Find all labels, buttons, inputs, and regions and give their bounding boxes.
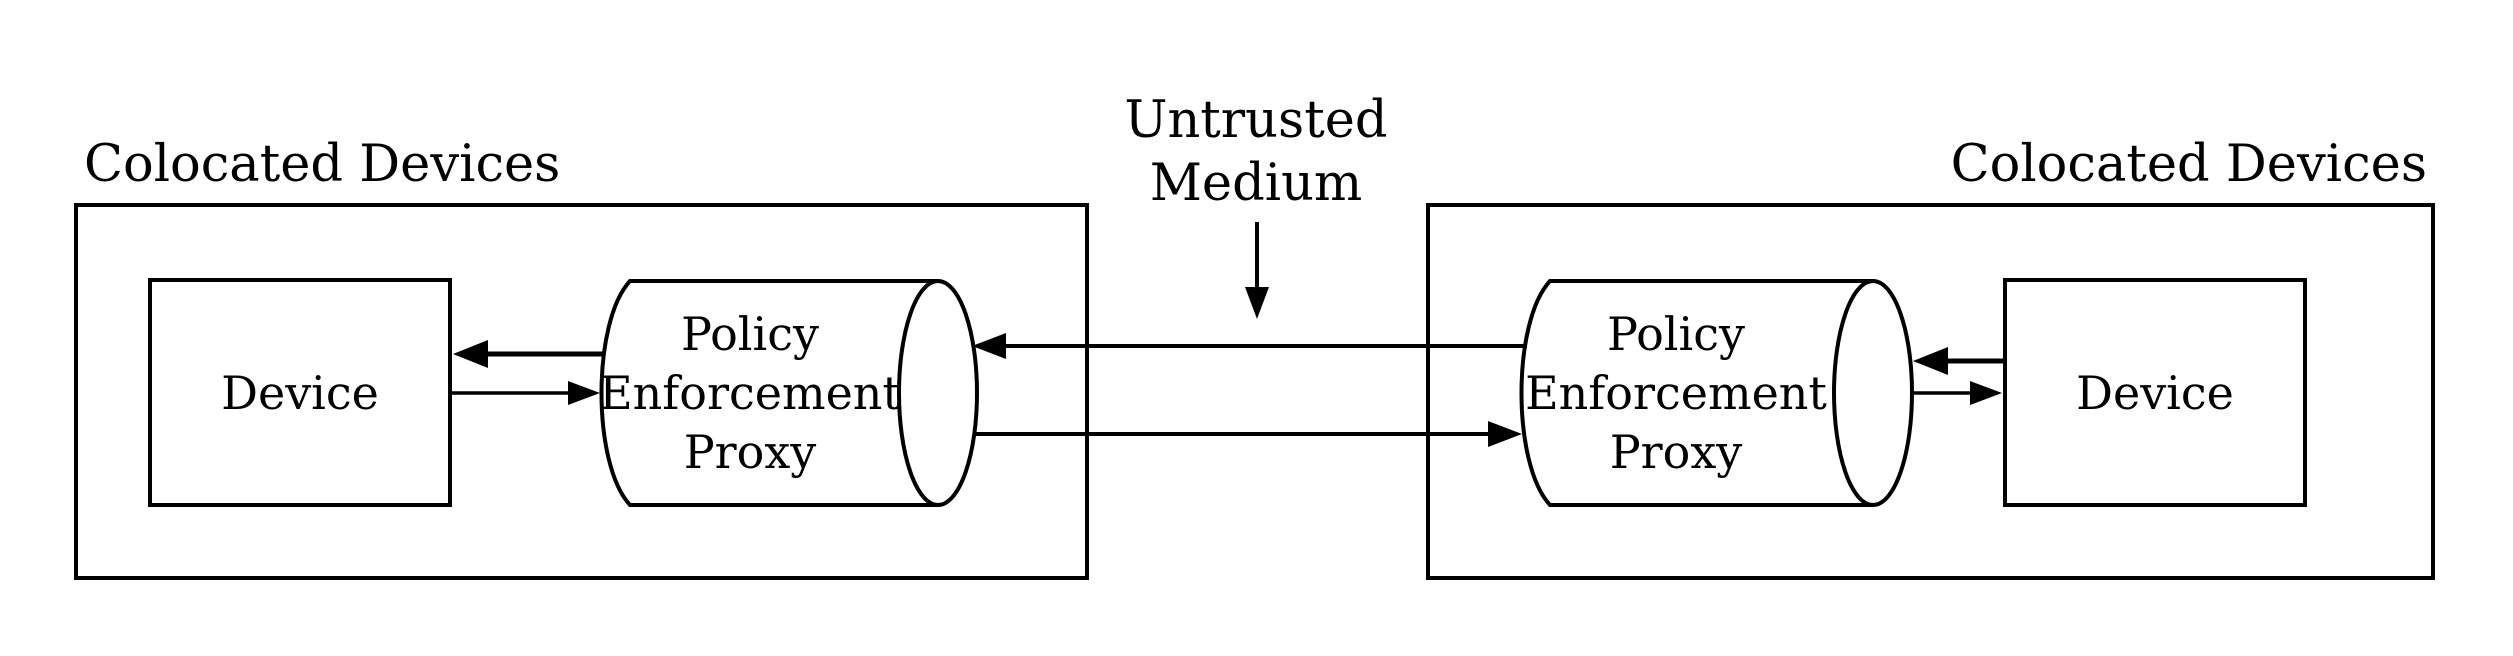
right-group-label: Colocated Devices bbox=[1950, 135, 2427, 194]
left-proxy-cylinder bbox=[599, 279, 979, 507]
left-proxy-cylinder-body bbox=[599, 279, 940, 507]
left-proxy-label-line-1: Policy bbox=[681, 306, 819, 361]
left-group-box bbox=[74, 203, 1089, 580]
arrow-head-right-icon bbox=[1970, 381, 2002, 405]
arrow-right-device-to-right-proxy bbox=[1913, 347, 2003, 375]
arrow-left-proxy-to-left-device bbox=[453, 340, 603, 368]
right-device-label: Device bbox=[2076, 365, 2234, 420]
right-proxy-label-line-2: Enforcement bbox=[1525, 365, 1827, 420]
right-proxy-cylinder-body bbox=[1519, 279, 1875, 507]
arrow-untrusted-medium-pointer bbox=[1245, 222, 1269, 319]
arrow-head-right-icon bbox=[1488, 421, 1522, 447]
untrusted-medium-label-line-2: Medium bbox=[1149, 154, 1363, 213]
left-proxy-cylinder-cap bbox=[897, 279, 979, 507]
right-proxy-label: Policy Enforcement Proxy bbox=[1476, 281, 1876, 505]
right-proxy-label-line-3: Proxy bbox=[1609, 424, 1743, 479]
right-device-box bbox=[2003, 278, 2307, 507]
arrow-right-proxy-to-right-device bbox=[1913, 381, 2002, 405]
arrow-head-left-icon bbox=[972, 333, 1006, 359]
arrow-head-right-icon bbox=[568, 381, 600, 405]
untrusted-medium-label-line-1: Untrusted bbox=[1124, 91, 1388, 150]
left-proxy-label-line-2: Enforcement bbox=[599, 365, 901, 420]
arrow-head-down-icon bbox=[1245, 287, 1269, 319]
arrow-right-proxy-to-left-proxy bbox=[972, 333, 1527, 359]
right-group-box bbox=[1426, 203, 2435, 580]
arrow-head-left-icon bbox=[1913, 347, 1948, 375]
arrow-head-left-icon bbox=[453, 340, 488, 368]
left-device-label: Device bbox=[221, 365, 379, 420]
arrow-left-proxy-to-right-proxy bbox=[974, 421, 1522, 447]
untrusted-medium-label: Untrusted Medium bbox=[1124, 89, 1387, 215]
left-proxy-label-line-3: Proxy bbox=[683, 424, 817, 479]
arrow-left-device-to-left-proxy bbox=[452, 381, 600, 405]
right-proxy-label-line-1: Policy bbox=[1607, 306, 1745, 361]
left-proxy-label: Policy Enforcement Proxy bbox=[550, 281, 950, 505]
right-proxy-cylinder bbox=[1519, 279, 1914, 507]
left-device-box bbox=[148, 278, 452, 507]
left-group-label: Colocated Devices bbox=[84, 135, 561, 194]
right-proxy-cylinder-cap bbox=[1832, 279, 1914, 507]
